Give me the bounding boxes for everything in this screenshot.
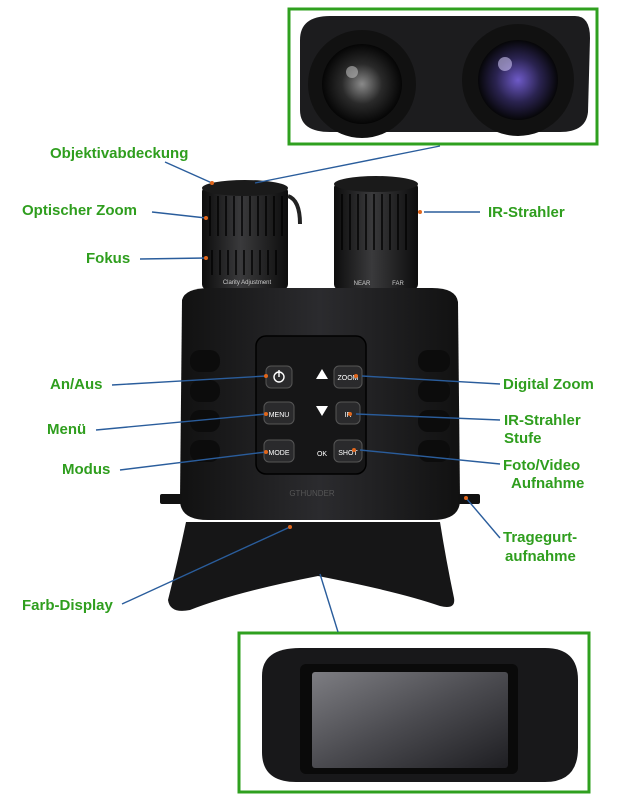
label-an-aus: An/Aus [50, 376, 103, 393]
left-tube [202, 186, 288, 290]
power-button[interactable] [265, 365, 293, 389]
zoom-ring [209, 196, 283, 236]
callout-lines [95, 145, 501, 633]
line-foto-video [359, 449, 501, 465]
zoom-button-label: ZOOM [338, 375, 359, 382]
mode-button-label: MODE [269, 450, 290, 457]
label-objektivabdeckung: Objektivabdeckung [50, 145, 189, 162]
line-farb-display [121, 526, 291, 605]
line-ir-stufe [355, 413, 501, 421]
front-lens-right [478, 40, 558, 120]
ok-text: OK [317, 451, 327, 458]
eyecup-hood [168, 522, 455, 611]
label-tragegurt-2: aufnahme [505, 548, 576, 565]
line-fokus [139, 257, 207, 260]
label-optischer-zoom: Optischer Zoom [22, 202, 138, 219]
line-menue [95, 413, 267, 431]
line-objektivabdeckung [164, 161, 213, 184]
label-menue: Menü [47, 421, 87, 438]
label-ir-strahler: IR-Strahler [488, 204, 565, 221]
label-fokus: Fokus [86, 250, 131, 267]
grip-left [190, 350, 220, 462]
front-lens-left [322, 44, 402, 124]
zoom-button[interactable]: ZOOM [333, 365, 363, 389]
shot-button-label: SHOT [338, 450, 358, 457]
right-tube [334, 182, 418, 290]
strap-lug-left [160, 494, 182, 504]
line-bottom-inset [319, 573, 339, 633]
line-optischer-zoom [151, 211, 207, 219]
mode-button[interactable]: MODE [263, 439, 295, 463]
near-text: NEAR [354, 281, 371, 287]
color-display [312, 672, 508, 768]
line-an-aus [111, 375, 267, 386]
ir-ring [341, 194, 407, 250]
lens-cap-strap [287, 194, 302, 225]
label-tragegurt-1: Tragegurt- [503, 529, 578, 546]
display-inset [237, 631, 591, 794]
label-digital-zoom: Digital Zoom [503, 376, 594, 393]
line-tragegurt [465, 497, 501, 539]
down-arrow-icon[interactable] [316, 406, 328, 416]
line-digital-zoom [361, 375, 501, 385]
label-farb-display: Farb-Display [22, 597, 113, 614]
label-foto-video-1: Foto/Video [503, 457, 581, 474]
label-ir-stufe-2: Stufe [504, 430, 542, 447]
menu-button-label: MENU [269, 412, 290, 419]
line-modus [119, 451, 267, 471]
far-text: FAR [392, 281, 404, 287]
line-top-inset [254, 145, 441, 184]
label-foto-video-2: Aufnahme [511, 475, 585, 492]
ir-button[interactable]: IR [335, 401, 361, 425]
focus-ring [211, 250, 277, 275]
label-modus: Modus [62, 461, 111, 478]
up-arrow-icon[interactable] [316, 369, 328, 379]
front-lens-inset [287, 7, 599, 146]
callout-dots [204, 181, 468, 529]
label-ir-stufe-1: IR-Strahler [504, 412, 581, 429]
clarity-text: Clarity Adjustment [223, 280, 272, 286]
strap-lug-right [458, 494, 480, 504]
ir-button-label: IR [345, 412, 352, 419]
menu-button[interactable]: MENU [263, 401, 295, 425]
shot-button[interactable]: SHOT [333, 439, 363, 463]
brand-logo: GTHUNDER [289, 489, 335, 498]
binocular-device: Clarity Adjustment NEAR FAR [160, 176, 480, 611]
